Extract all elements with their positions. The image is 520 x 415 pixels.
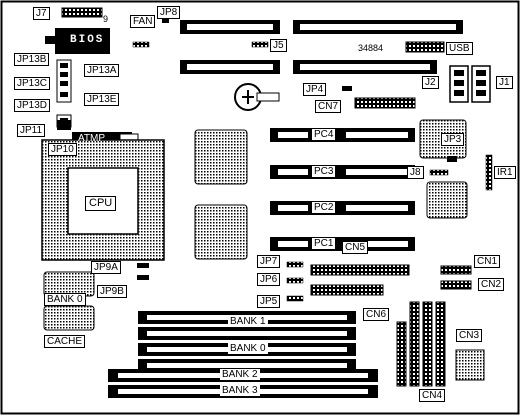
jp13b-label: JP13B [14,53,50,66]
cn6-label: CN6 [363,308,390,321]
isa-slots [180,20,463,74]
jp13a-label: JP13A [84,64,120,77]
cn4-label: CN4 [419,389,446,402]
atmp-label: ATMP [78,133,106,144]
jp13e-label: JP13E [84,93,120,106]
pci-slot-label: PC1 [312,238,336,249]
cn1-label: CN1 [474,255,501,268]
jp8-label: JP8 [157,6,181,19]
fan-label: FAN [130,15,156,28]
j1-label: J1 [496,76,513,89]
jp9b-label: JP9B [97,285,127,298]
ir1-label: IR1 [494,166,516,179]
cpu-label: CPU [85,196,117,211]
jp13d-label: JP13D [14,99,51,112]
pci-slot-label: PC2 [312,202,336,213]
jp5-label: JP5 [257,295,281,308]
bios-label: BIOS [70,34,105,46]
simm-bank-label: BANK 2 [220,369,260,380]
j7-pin-number: 9 [103,14,109,24]
cn5-label: CN5 [342,241,369,254]
model-number: 34884 [358,43,384,53]
pci-slot-label: PC4 [312,129,336,140]
simm-bank-label: BANK 1 [228,316,268,327]
jp10-label: JP10 [48,143,77,156]
simm-bank-label: BANK 3 [220,385,260,396]
j5-label: J5 [270,39,287,52]
jp4-label: JP4 [303,83,327,96]
jp3-label: JP3 [441,133,465,146]
jp9a-label: JP9A [91,261,121,274]
jp13c-label: JP13C [14,77,51,90]
j2-label: J2 [422,76,439,89]
bank0-chip-label: BANK 0 [44,293,86,306]
cache-label: CACHE [44,335,86,348]
cn2-label: CN2 [478,278,505,291]
cn7-label: CN7 [315,100,342,113]
j7-label: J7 [33,7,50,20]
cn3-label: CN3 [456,329,483,342]
jp11-label: JP11 [17,124,46,137]
pci-slots [270,128,415,251]
jp7-label: JP7 [257,255,281,268]
simm-bank-label: BANK 0 [228,343,268,354]
jp6-label: JP6 [257,273,281,286]
pci-slot-label: PC3 [312,166,336,177]
j8-label: J8 [407,166,424,179]
usb-label: USB [446,42,473,55]
